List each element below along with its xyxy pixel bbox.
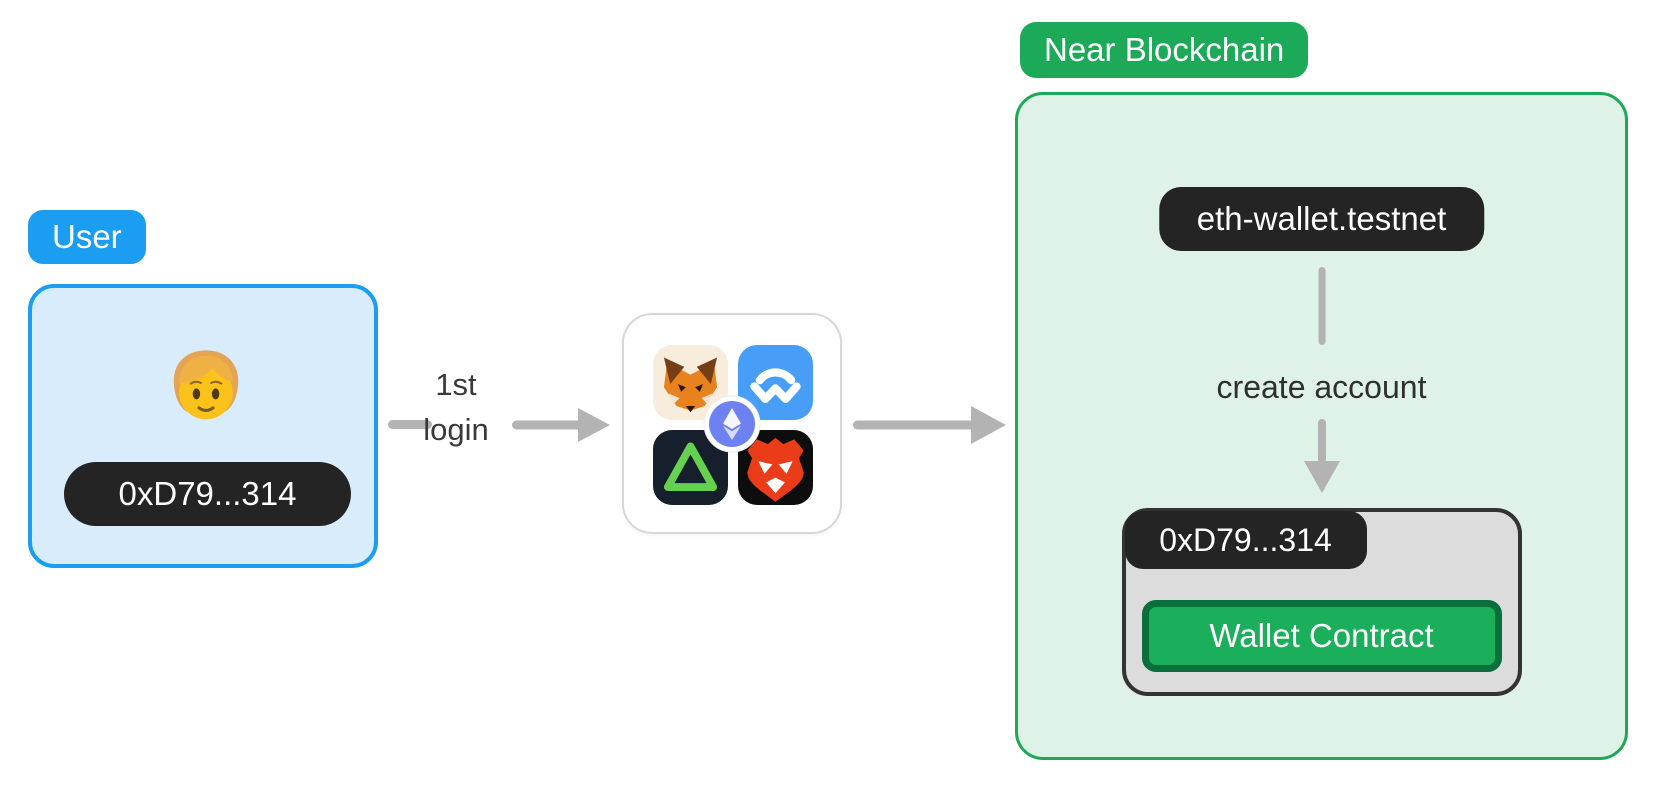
wallet-account-box: 0xD79...314 Wallet Contract	[1121, 508, 1522, 696]
to-near-arrow	[853, 406, 1006, 444]
near-account-pill: eth-wallet.testnet	[1158, 187, 1485, 251]
ethereum-icon	[703, 395, 761, 453]
create-account-label: create account	[1216, 369, 1427, 405]
login-label-line1: 1st	[435, 367, 477, 402]
user-badge: User	[28, 210, 146, 264]
login-arrow-label: 1st login	[390, 362, 522, 452]
near-blockchain-badge: Near Blockchain	[1020, 22, 1309, 78]
wallet-providers-card	[622, 313, 842, 534]
near-blockchain-box: eth-wallet.testnet create account 0xD79.…	[1015, 92, 1628, 760]
login-arrow-dash	[388, 420, 432, 429]
user-box: 0xD79...314	[28, 284, 378, 568]
login-arrow	[512, 408, 610, 442]
account-address-pill: 0xD79...314	[1124, 511, 1367, 569]
create-account-connector	[1318, 267, 1325, 345]
wallet-contract-button: Wallet Contract	[1141, 600, 1502, 672]
login-label-line2: login	[423, 412, 489, 447]
create-account-arrow	[1303, 419, 1340, 493]
person-icon	[160, 344, 252, 436]
user-address-pill: 0xD79...314	[64, 462, 351, 526]
metamask-icon	[653, 345, 728, 420]
